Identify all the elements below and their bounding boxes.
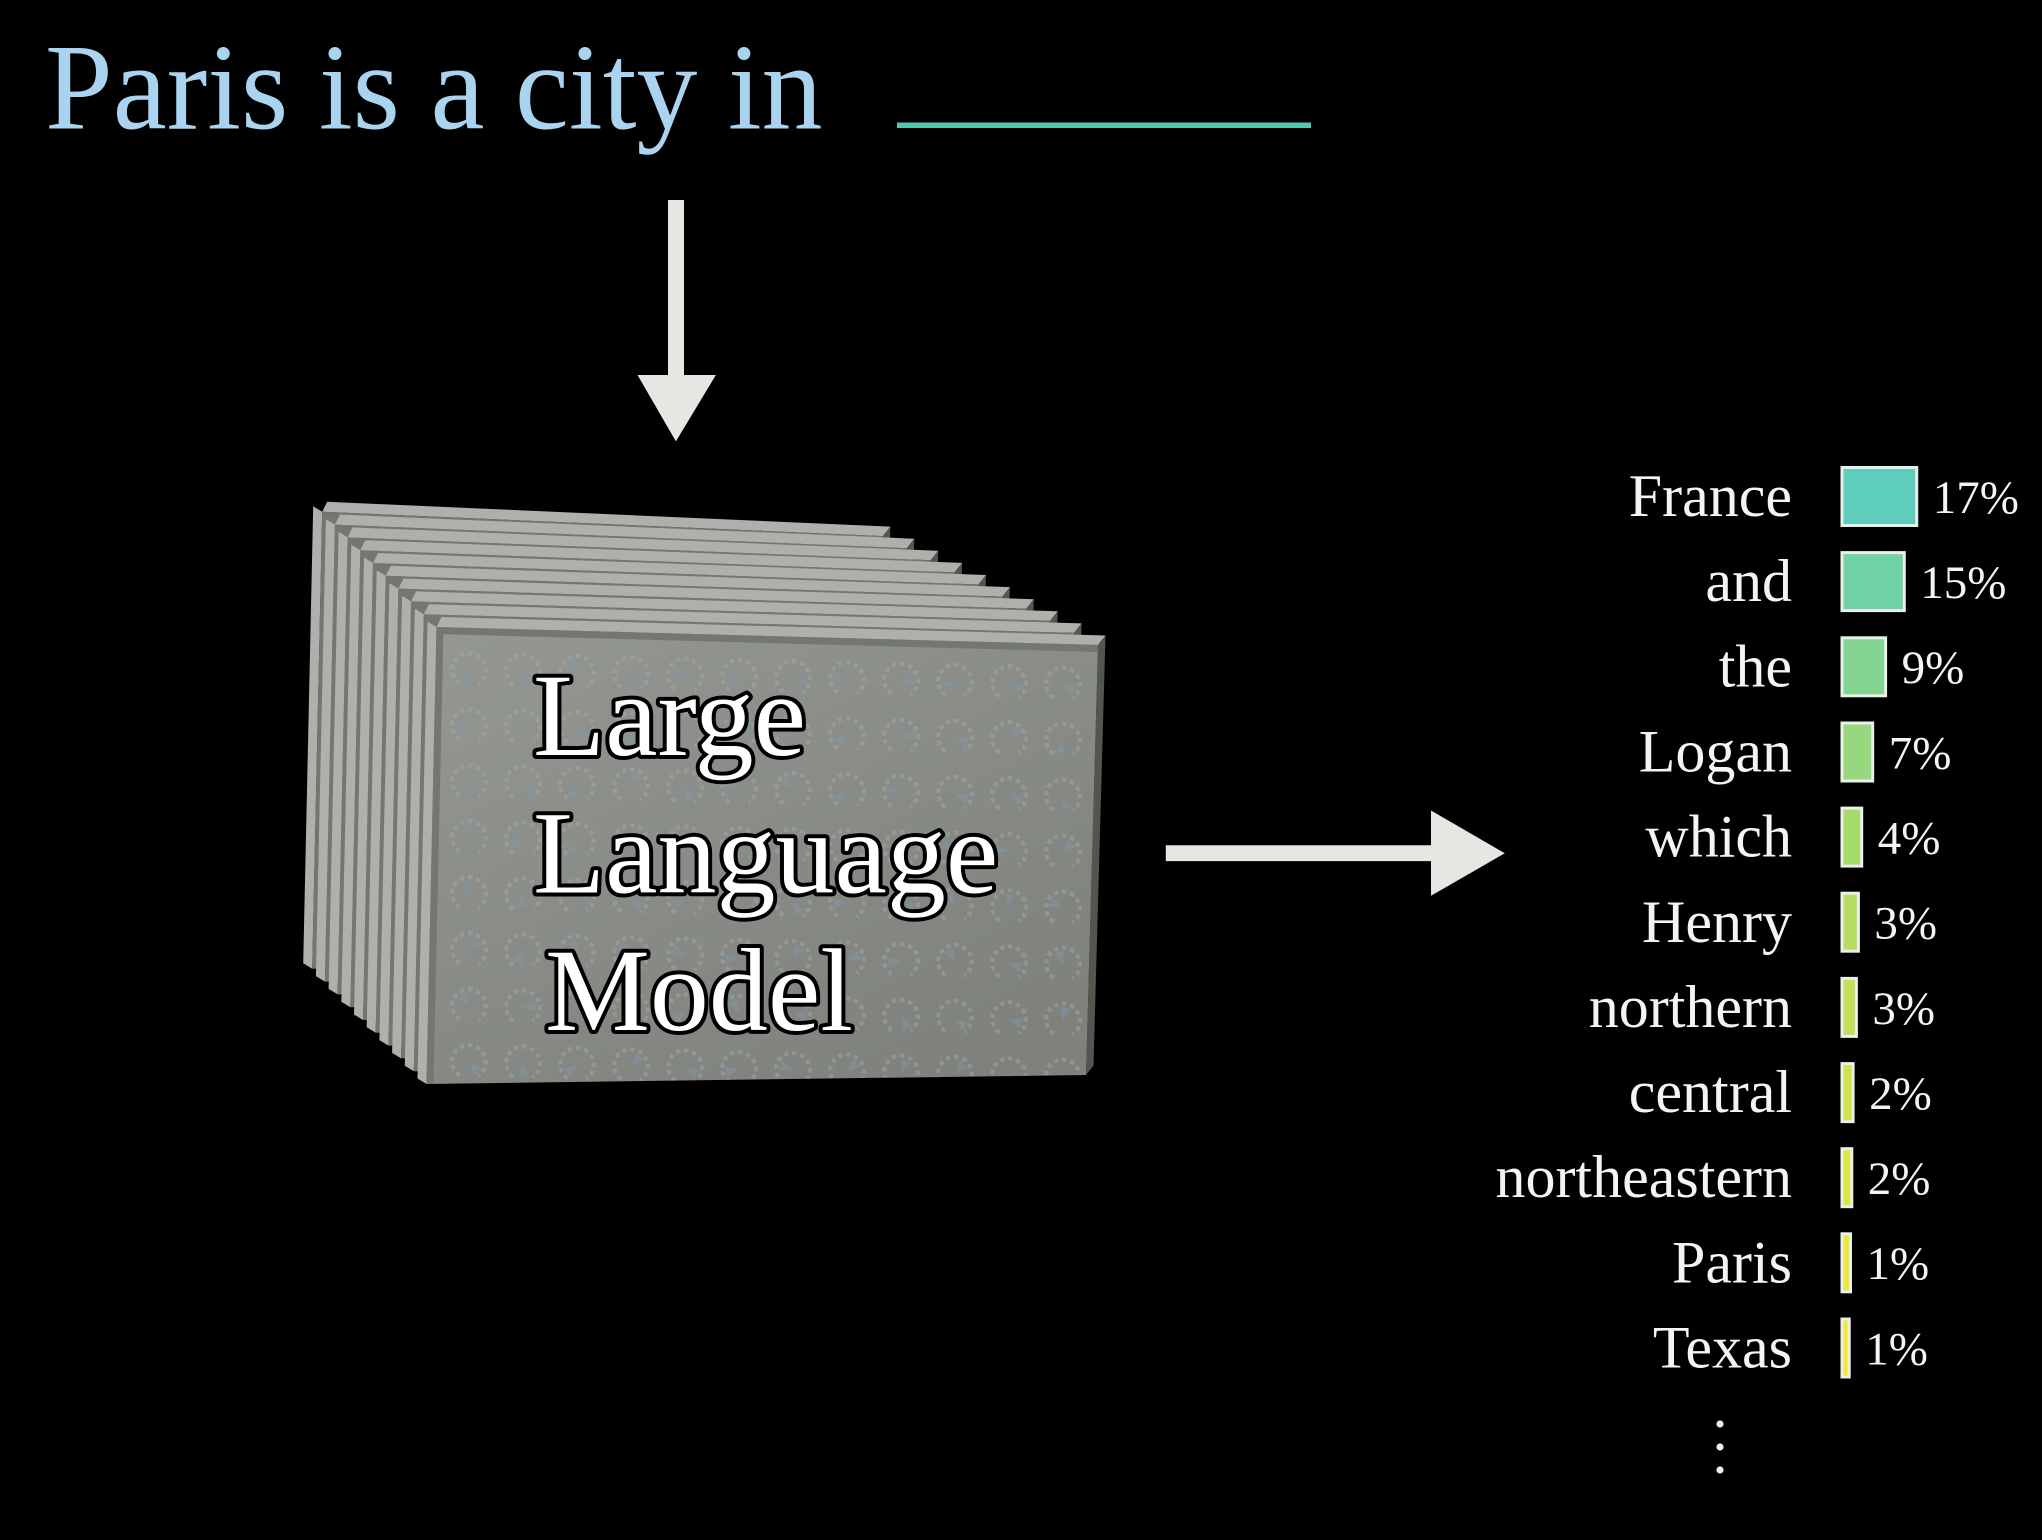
svg-text:1%: 1% — [1867, 1238, 1930, 1290]
svg-text:Logan: Logan — [1639, 719, 1792, 785]
svg-text:Large: Large — [533, 650, 806, 781]
svg-text:Paris: Paris — [1672, 1229, 1792, 1295]
svg-text:central: central — [1629, 1059, 1792, 1125]
svg-text:France: France — [1629, 463, 1792, 529]
svg-text:9%: 9% — [1902, 642, 1965, 694]
svg-text:15%: 15% — [1920, 557, 2006, 609]
svg-text:northern: northern — [1589, 974, 1792, 1040]
svg-text:Language: Language — [533, 788, 998, 919]
svg-text:2%: 2% — [1869, 1068, 1932, 1120]
svg-text:northeastern: northeastern — [1495, 1144, 1792, 1210]
svg-text:17%: 17% — [1933, 472, 2019, 524]
svg-text:3%: 3% — [1874, 898, 1937, 950]
svg-text:Henry: Henry — [1642, 889, 1792, 955]
svg-text:and: and — [1705, 548, 1792, 614]
svg-text:which: which — [1645, 804, 1792, 870]
svg-text:1%: 1% — [1865, 1323, 1928, 1375]
svg-text:Model: Model — [545, 925, 853, 1056]
svg-text:the: the — [1719, 633, 1792, 699]
svg-text:4%: 4% — [1878, 813, 1941, 865]
svg-text:Texas: Texas — [1653, 1315, 1792, 1381]
svg-text:Paris is a city in: Paris is a city in — [45, 19, 823, 156]
svg-text:2%: 2% — [1868, 1153, 1931, 1205]
svg-text:3%: 3% — [1872, 983, 1935, 1035]
svg-text:7%: 7% — [1889, 727, 1952, 779]
